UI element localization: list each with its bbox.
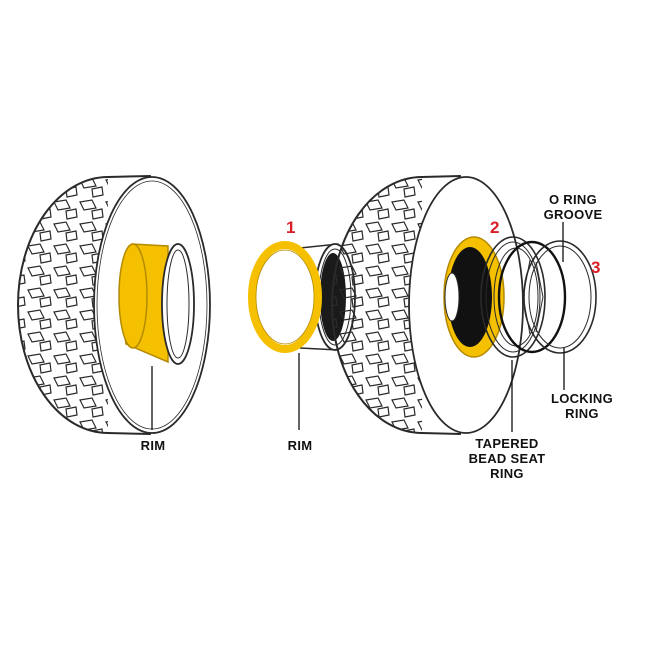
left-rim — [118, 243, 195, 365]
right-rim — [443, 236, 505, 358]
number-2: 2 — [490, 218, 499, 237]
label-tapered-line1: TAPERED — [475, 436, 538, 451]
label-o-ring-groove-line2: GROOVE — [544, 207, 603, 222]
middle-rim-flange-ring — [248, 241, 322, 353]
label-tapered-line2: BEAD SEAT — [469, 451, 546, 466]
leader-lines — [151, 222, 565, 432]
number-3: 3 — [591, 258, 600, 277]
label-tapered-line3: RING — [490, 466, 524, 481]
locking-ring — [523, 240, 597, 354]
label-rim-middle: RIM — [288, 438, 313, 453]
label-locking-ring-line2: RING — [565, 406, 599, 421]
number-1: 1 — [286, 218, 295, 237]
label-o-ring-groove-line1: O RING — [549, 192, 597, 207]
label-locking-ring-line1: LOCKING — [551, 391, 613, 406]
label-rim-left: RIM — [141, 438, 166, 453]
